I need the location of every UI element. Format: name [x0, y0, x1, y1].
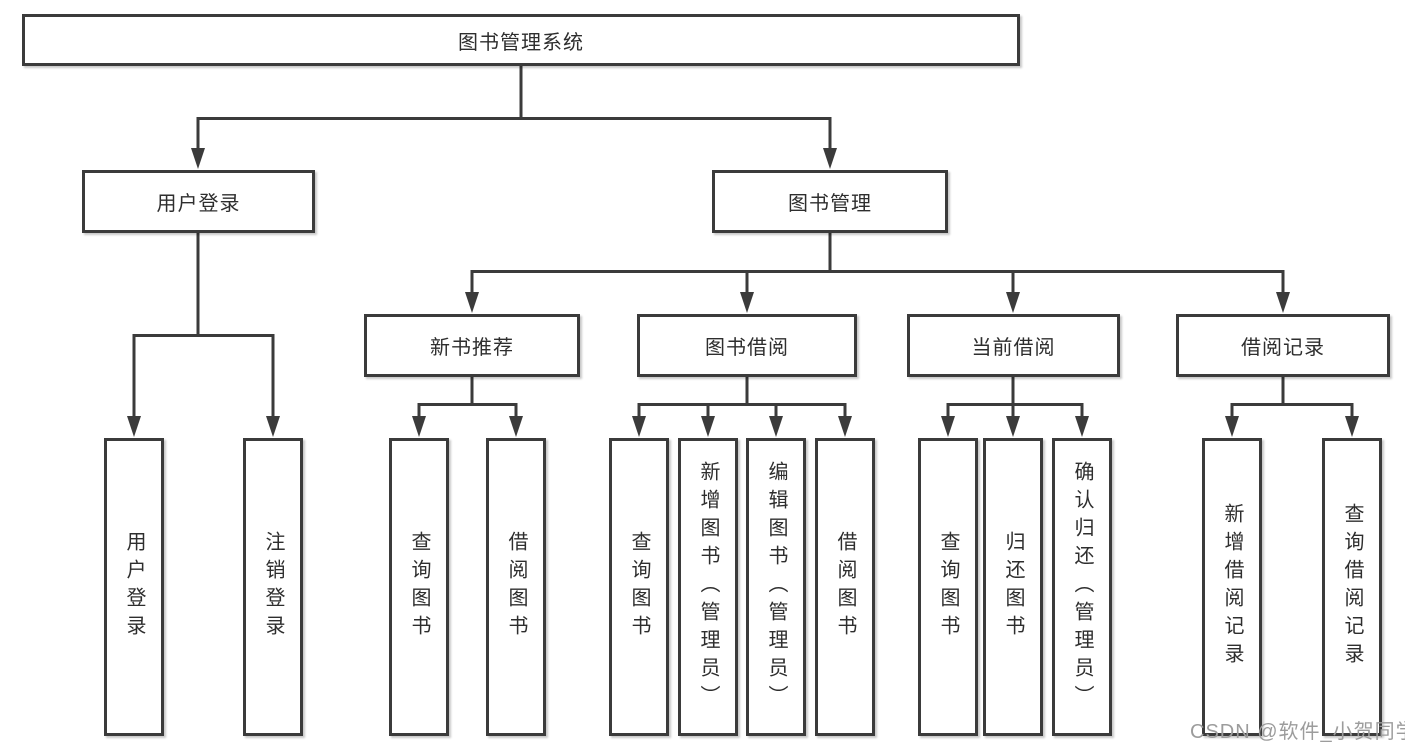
node-book-borrow: 图书借阅: [637, 314, 857, 377]
leaf-bb-query-books: 查询图书: [609, 438, 669, 736]
leaf-bb-edit-books-admin: 编辑图书（管理员）: [746, 438, 806, 736]
node-borrow-records-label: 借阅记录: [1241, 337, 1325, 359]
node-new-book-recommend: 新书推荐: [364, 314, 580, 377]
csdn-watermark: CSDN @软件_小贺同学: [1190, 721, 1405, 743]
node-book-management: 图书管理: [712, 170, 948, 233]
node-current-borrow-label: 当前借阅: [971, 337, 1056, 359]
leaf-bb-borrow-books: 借阅图书: [815, 438, 875, 736]
node-user-login-label: 用户登录: [156, 193, 241, 215]
node-current-borrow: 当前借阅: [907, 314, 1120, 377]
leaf-bb-add-books-admin: 新增图书（管理员）: [678, 438, 738, 736]
node-book-management-label: 图书管理: [788, 193, 872, 215]
leaf-nb-query-books: 查询图书: [389, 438, 449, 736]
leaf-user-login: 用户登录: [104, 438, 164, 736]
leaf-logout: 注销登录: [243, 438, 303, 736]
leaf-br-add-record: 新增借阅记录: [1202, 438, 1262, 736]
node-user-login: 用户登录: [82, 170, 315, 233]
leaf-cb-return-books: 归还图书: [983, 438, 1043, 736]
node-book-borrow-label: 图书借阅: [705, 337, 789, 359]
leaf-br-query-record: 查询借阅记录: [1322, 438, 1382, 736]
node-new-book-recommend-label: 新书推荐: [430, 337, 514, 359]
node-root: 图书管理系统: [22, 14, 1020, 66]
leaf-nb-borrow-books: 借阅图书: [486, 438, 546, 736]
leaf-cb-query-books: 查询图书: [918, 438, 978, 736]
leaf-cb-confirm-return-admin: 确认归还（管理员）: [1052, 438, 1112, 736]
node-borrow-records: 借阅记录: [1176, 314, 1390, 377]
node-root-label: 图书管理系统: [458, 31, 584, 54]
